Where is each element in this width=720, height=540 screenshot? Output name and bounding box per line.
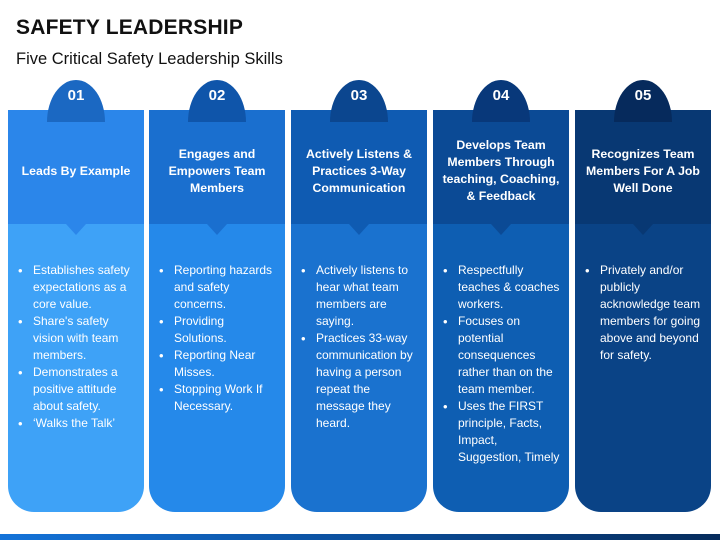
skill-card-body: Privately and/or publicly acknowledge te… [575,224,711,512]
skill-card-3: Actively Listens & Practices 3-Way Commu… [291,110,427,512]
skill-heading: Develops Team Members Through teaching, … [442,138,560,203]
pointer-arrow-icon [349,224,369,235]
skill-heading: Leads By Example [21,163,131,178]
skill-card-body: Reporting hazards and safety concerns. P… [149,224,285,512]
pointer-arrow-icon [633,224,653,235]
pointer-arrow-icon [207,224,227,235]
step-number-tab-5: 05 [614,80,672,122]
skill-bullet: Focuses on potential consequences rather… [443,313,561,398]
step-number-tab-1: 01 [47,80,105,122]
skill-bullet-list: Respectfully teaches & coaches workers. … [443,262,561,466]
skill-card-body: Respectfully teaches & coaches workers. … [433,224,569,512]
step-number-tab-4: 04 [472,80,530,122]
skill-bullet: Demonstrates a positive attitude about s… [18,364,136,415]
step-number: 03 [350,87,368,104]
skill-bullet: Stopping Work If Necessary. [159,381,277,415]
skill-card-body: Actively listens to hear what team membe… [291,224,427,512]
step-number-tab-3: 03 [330,80,388,122]
skill-bullet: Reporting hazards and safety concerns. [159,262,277,313]
step-number: 01 [67,87,85,104]
skill-bullet: Establishes safety expectations as a cor… [18,262,136,313]
skill-bullet-list: Privately and/or publicly acknowledge te… [585,262,703,364]
skill-bullet: Uses the FIRST principle, Facts, Impact,… [443,398,561,466]
skill-heading: Recognizes Team Members For A Job Well D… [586,146,700,195]
skill-card-2: Engages and Empowers Team Members Report… [149,110,285,512]
skill-bullet: Practices 33-way communication by having… [301,330,419,432]
pointer-arrow-icon [491,224,511,235]
skill-card-1: Leads By Example Establishes safety expe… [8,110,144,512]
step-number: 04 [492,87,510,104]
skill-bullet: ‘Walks the Talk’ [18,415,136,432]
skill-card-4: Develops Team Members Through teaching, … [433,110,569,512]
page-subtitle: Five Critical Safety Leadership Skills [16,50,283,68]
skill-card-header: Leads By Example [8,110,144,224]
footer-accent-bar [0,534,720,540]
step-number: 05 [634,87,652,104]
skill-bullet: Privately and/or publicly acknowledge te… [585,262,703,364]
skill-card-header: Engages and Empowers Team Members [149,110,285,224]
skill-bullet: Actively listens to hear what team membe… [301,262,419,330]
page-title: SAFETY LEADERSHIP [16,16,244,39]
skill-bullet-list: Establishes safety expectations as a cor… [18,262,136,432]
skill-card-header: Recognizes Team Members For A Job Well D… [575,110,711,224]
skill-bullet-list: Actively listens to hear what team membe… [301,262,419,432]
skill-bullet: Providing Solutions. [159,313,277,347]
skill-bullet: Respectfully teaches & coaches workers. [443,262,561,313]
step-number-tab-2: 02 [188,80,246,122]
pointer-arrow-icon [66,224,86,235]
skill-card-header: Develops Team Members Through teaching, … [433,110,569,224]
skill-heading: Actively Listens & Practices 3-Way Commu… [306,146,412,195]
step-number: 02 [208,87,226,104]
skill-bullet: Reporting Near Misses. [159,347,277,381]
skill-card-header: Actively Listens & Practices 3-Way Commu… [291,110,427,224]
skill-bullet-list: Reporting hazards and safety concerns. P… [159,262,277,415]
skill-card-body: Establishes safety expectations as a cor… [8,224,144,512]
skill-heading: Engages and Empowers Team Members [168,146,266,195]
skill-card-5: Recognizes Team Members For A Job Well D… [575,110,711,512]
skill-bullet: Share's safety vision with team members. [18,313,136,364]
